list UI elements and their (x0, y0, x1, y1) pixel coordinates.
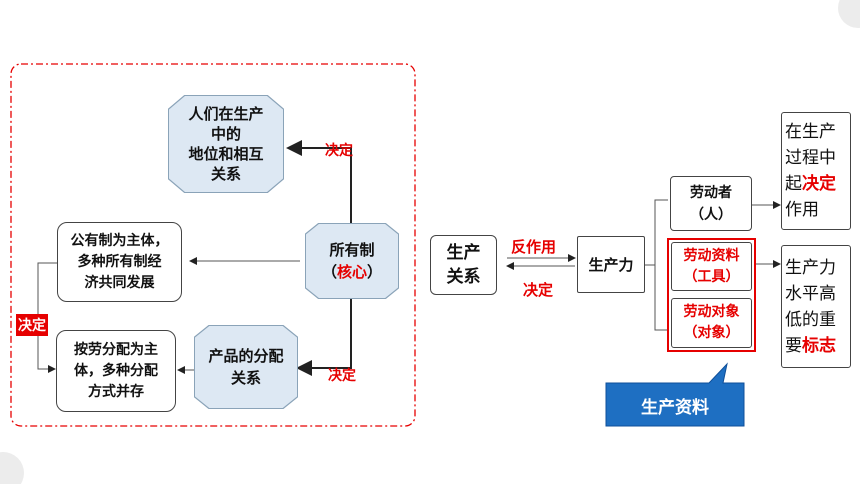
node-production-relations-line: 关系 (446, 267, 481, 287)
connector-ownership-to-position (286, 140, 352, 225)
node-productivity-label: 生产力 (588, 256, 634, 274)
callout-means-of-production: 生产资料 (606, 384, 744, 426)
node-means-of-labor-line: （工具） (683, 268, 740, 285)
node-object-of-labor-line: 劳动对象 (683, 304, 740, 320)
node-ownership-core-line: （核心） (322, 261, 382, 283)
decor-circle-top-right (838, 0, 860, 28)
label-reaction: 反作用 (511, 238, 557, 256)
connector-ownership-to-distribution (296, 298, 352, 376)
node-labor-distribution-line: 方式并存 (88, 383, 144, 400)
node-ownership-core: 核心 (336, 263, 367, 281)
node-object-of-labor-line: （对象） (683, 325, 740, 341)
node-productivity-level: 生产力 水平高 低的重 要标志 (781, 245, 851, 368)
node-object-of-labor: 劳动对象 （对象） (671, 298, 752, 348)
node-productivity-level-line: 要标志 (785, 333, 836, 359)
node-public-ownership-line: 公有制为主体， (70, 232, 169, 249)
paren-close: ） (367, 263, 383, 281)
node-position-relations-line: 中的 (210, 125, 241, 143)
node-position-relations: 人们在生产 中的 地位和相互 关系 (169, 96, 283, 192)
node-productivity-level-line: 水平高 (785, 283, 836, 304)
node-production-relations: 生产 关系 (430, 235, 497, 295)
node-laborer-line: 劳动者 (690, 184, 732, 201)
node-ownership: 所有制 （核心） (306, 224, 398, 298)
node-product-distribution-line: 产品的分配 (208, 347, 284, 365)
means-of-production-frame (667, 238, 756, 352)
node-means-of-labor: 劳动资料 （工具） (671, 242, 752, 291)
node-public-ownership-line: 多种所有制经 (77, 253, 162, 270)
node-productivity: 生产力 (577, 236, 645, 293)
role-decide-highlight: 决定 (802, 174, 836, 194)
node-means-of-labor-line: 劳动资料 (683, 247, 740, 264)
node-position-relations-line: 地位和相互 (188, 145, 264, 163)
callout-means-of-production-label: 生产资料 (641, 397, 709, 418)
level-sign-highlight: 标志 (802, 335, 836, 356)
node-productivity-level-line: 低的重 (785, 309, 836, 330)
callout-means-of-production-shape (605, 362, 745, 427)
node-public-ownership-line: 济共同发展 (84, 274, 155, 291)
node-productivity-level-line: 生产力 (785, 257, 836, 278)
node-laborer-line: （人） (690, 206, 732, 223)
node-decisive-role-line: 在生产 (785, 122, 836, 142)
node-production-relations-line: 生产 (446, 243, 481, 263)
node-labor-distribution-line: 按劳分配为主 (74, 341, 158, 358)
connector-bracket (645, 199, 668, 331)
node-laborer: 劳动者 （人） (670, 176, 752, 231)
dashed-frame (10, 63, 416, 427)
role-prefix: 起 (785, 174, 802, 194)
node-decisive-role-line: 起决定 (785, 171, 836, 197)
label-decide-top: 决定 (325, 143, 353, 159)
label-decide-center: 决定 (523, 281, 554, 299)
paren-open: （ (321, 263, 337, 281)
node-product-distribution: 产品的分配 关系 (195, 326, 297, 408)
node-ownership-title: 所有制 (329, 241, 375, 259)
label-decide-left: 决定 (16, 314, 48, 336)
node-public-ownership: 公有制为主体， 多种所有制经 济共同发展 (57, 222, 182, 302)
node-decisive-role-line: 作用 (785, 200, 819, 220)
node-product-distribution-line: 关系 (230, 369, 261, 387)
node-decisive-role-line: 过程中 (785, 148, 836, 168)
node-labor-distribution-line: 体，多种分配 (74, 362, 158, 379)
level-prefix: 要 (785, 335, 802, 356)
node-position-relations-line: 人们在生产 (188, 105, 264, 123)
node-position-relations-line: 关系 (210, 165, 241, 183)
label-decide-bottom: 决定 (328, 368, 356, 384)
node-decisive-role: 在生产 过程中 起决定 作用 (781, 112, 851, 230)
node-labor-distribution: 按劳分配为主 体，多种分配 方式并存 (56, 330, 176, 412)
